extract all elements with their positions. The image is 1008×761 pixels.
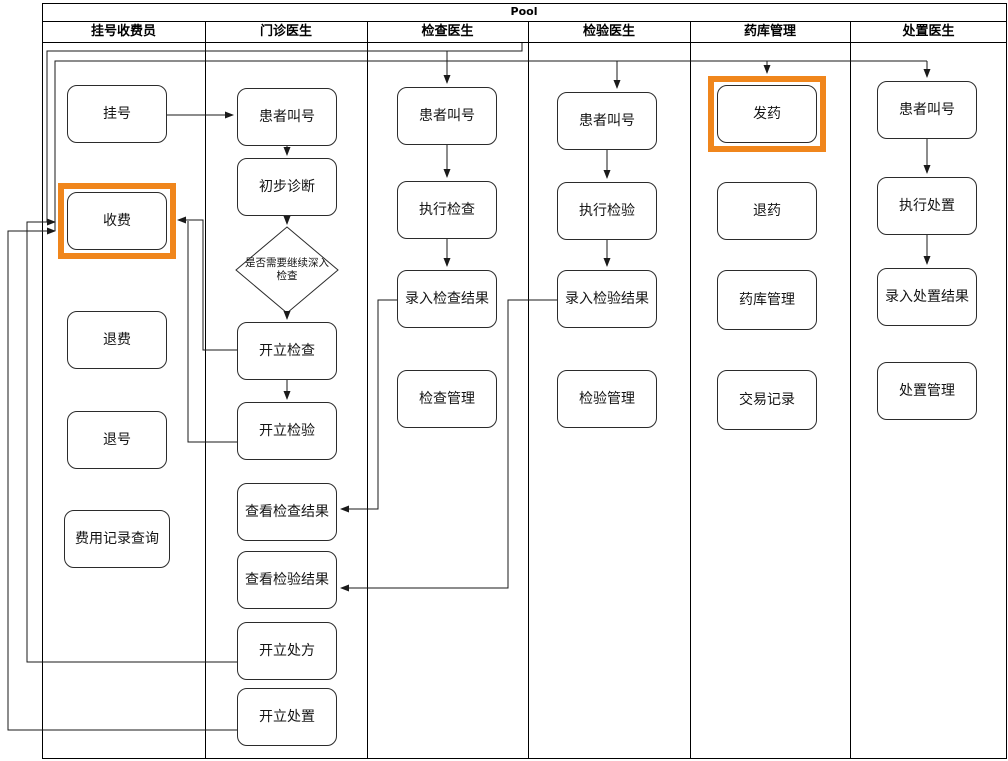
node-test-management[interactable]: 检验管理	[557, 370, 657, 428]
node-return-medicine[interactable]: 退药	[717, 182, 817, 240]
node-patient-call-treatment[interactable]: 患者叫号	[877, 81, 977, 139]
pool-title: Pool	[510, 5, 538, 18]
node-cancel-registration[interactable]: 退号	[67, 411, 167, 469]
node-enter-test-results[interactable]: 录入检验结果	[557, 270, 657, 328]
pool-border	[42, 3, 1007, 759]
node-issue-treatment[interactable]: 开立处置	[237, 688, 337, 746]
edge-issue-treatment-to-charge	[7, 227, 237, 731]
lane-header-exam-doctor: 检查医生	[421, 24, 474, 39]
node-transaction-records[interactable]: 交易记录	[717, 370, 817, 430]
node-charge[interactable]: 收费	[67, 192, 167, 250]
node-view-exam-results[interactable]: 查看检查结果	[237, 483, 337, 541]
highlight-charge	[58, 183, 176, 259]
edge-order-lab-test-to-charge	[187, 221, 237, 443]
node-perform-lab-test[interactable]: 执行检验	[557, 182, 657, 240]
node-pharmacy-management[interactable]: 药库管理	[717, 270, 817, 330]
lane-header-registration-cashier: 挂号收费员	[90, 24, 156, 39]
lane-header-treatment-doctor: 处置医生	[902, 24, 955, 39]
node-register[interactable]: 挂号	[67, 85, 167, 143]
node-patient-call-outpatient[interactable]: 患者叫号	[237, 88, 337, 146]
rail-charge-to-right-lanes	[54, 60, 927, 231]
node-patient-call-lab[interactable]: 患者叫号	[557, 92, 657, 150]
node-exam-management[interactable]: 检查管理	[397, 370, 497, 428]
node-need-further-exam-decision[interactable]: 是否需要继续深入检查	[245, 256, 329, 282]
lane-header-pharmacy-management: 药库管理	[743, 24, 796, 39]
node-patient-call-exam[interactable]: 患者叫号	[397, 87, 497, 145]
node-perform-treatment[interactable]: 执行处置	[877, 177, 977, 235]
edge-enter-test-results-to-view-test-results	[340, 299, 557, 592]
edge-issue-prescription-to-charge	[26, 218, 237, 663]
edge-enter-exam-results-to-view-exam-results	[340, 299, 397, 513]
node-order-examination[interactable]: 开立检查	[237, 322, 337, 380]
node-enter-exam-results[interactable]: 录入检查结果	[397, 270, 497, 328]
highlight-dispense-medicine	[708, 76, 826, 152]
lane-header-lab-doctor: 检验医生	[582, 24, 635, 39]
rail-charge-to-exam-lane	[46, 43, 523, 222]
node-refund-fee[interactable]: 退费	[67, 311, 167, 369]
node-issue-prescription[interactable]: 开立处方	[237, 622, 337, 680]
node-dispense-medicine[interactable]: 发药	[717, 85, 817, 143]
node-enter-treatment-results[interactable]: 录入处置结果	[877, 268, 977, 326]
node-preliminary-diagnosis[interactable]: 初步诊断	[237, 158, 337, 216]
edge-order-examination-to-charge	[177, 216, 237, 351]
node-view-test-results[interactable]: 查看检验结果	[237, 551, 337, 609]
node-treatment-management[interactable]: 处置管理	[877, 362, 977, 420]
lane-header-outpatient-doctor: 门诊医生	[259, 24, 312, 39]
node-order-lab-test[interactable]: 开立检验	[237, 402, 337, 460]
node-fee-record-query[interactable]: 费用记录查询	[64, 510, 170, 568]
node-perform-examination[interactable]: 执行检查	[397, 181, 497, 239]
